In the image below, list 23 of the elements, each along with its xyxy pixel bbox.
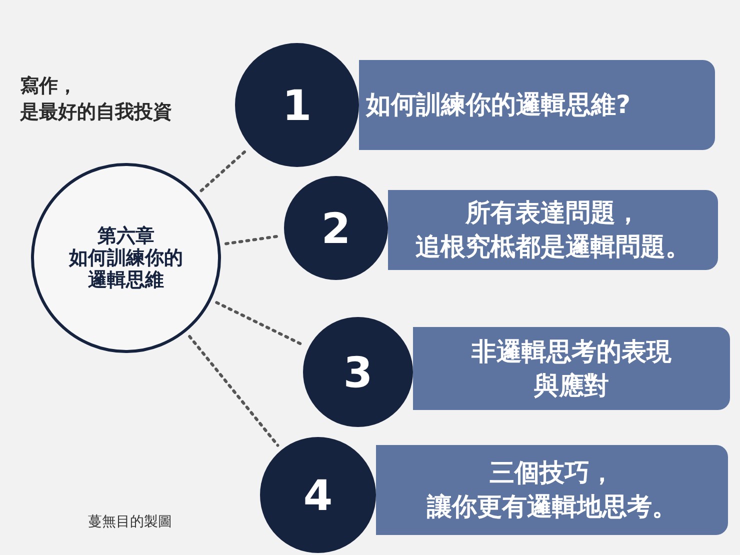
topic-bar <box>376 445 728 535</box>
note-text: 寫作， <box>20 74 77 99</box>
topic-text: 所有表達問題， <box>466 197 640 229</box>
dotted-connector <box>188 334 280 447</box>
topic-text: 與應對 <box>534 370 609 402</box>
topic-bar <box>359 60 715 150</box>
step-number: 2 <box>321 202 351 254</box>
step-number: 1 <box>282 80 312 132</box>
chapter-text: 如何訓練你的邏輯思維 <box>68 247 184 291</box>
topic-text: 如何訓練你的邏輯思維? <box>366 89 631 121</box>
dotted-connector <box>224 234 280 246</box>
note-text: 蔓無目的製圖 <box>88 513 172 532</box>
topic-text: 非邏輯思考的表現 <box>472 336 672 368</box>
topic-text: 讓你更有邏輯地思考。 <box>427 491 677 523</box>
topic-text: 三個技巧， <box>490 457 614 489</box>
dotted-connector <box>200 148 248 192</box>
note-text: 是最好的自我投資 <box>20 100 172 125</box>
topic-bar <box>388 190 718 270</box>
topic-text: 追根究柢都是邏輯問題。 <box>416 231 690 263</box>
step-number: 4 <box>303 470 333 522</box>
step-number: 3 <box>343 346 373 398</box>
topic-bar <box>413 327 730 410</box>
chapter-text: 第六章 <box>96 225 156 247</box>
